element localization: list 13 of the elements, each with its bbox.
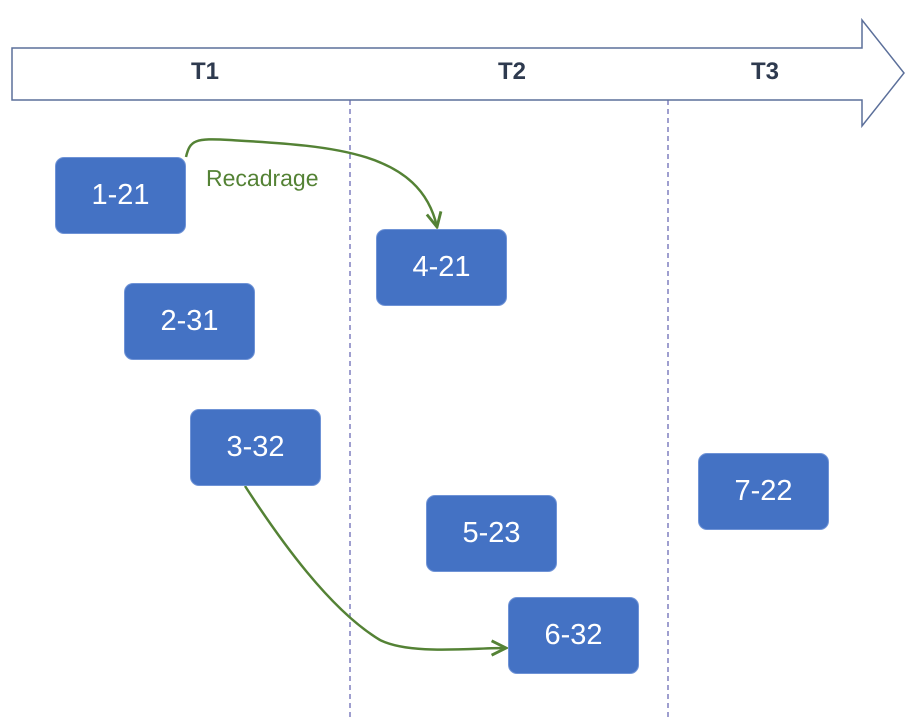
- process-box: 1-21: [55, 157, 186, 234]
- process-box: 3-32: [190, 409, 321, 486]
- period-label: T2: [498, 58, 526, 86]
- process-box: 5-23: [426, 495, 557, 572]
- period-label: T1: [191, 58, 219, 86]
- process-box: 4-21: [376, 229, 507, 306]
- process-box: 7-22: [698, 453, 829, 530]
- arrow: [184, 138, 441, 228]
- period-label: T3: [751, 58, 779, 86]
- process-box: 2-31: [124, 283, 255, 360]
- timeline-arrow: [10, 18, 907, 128]
- arrow: [244, 485, 508, 657]
- process-box: 6-32: [508, 597, 639, 674]
